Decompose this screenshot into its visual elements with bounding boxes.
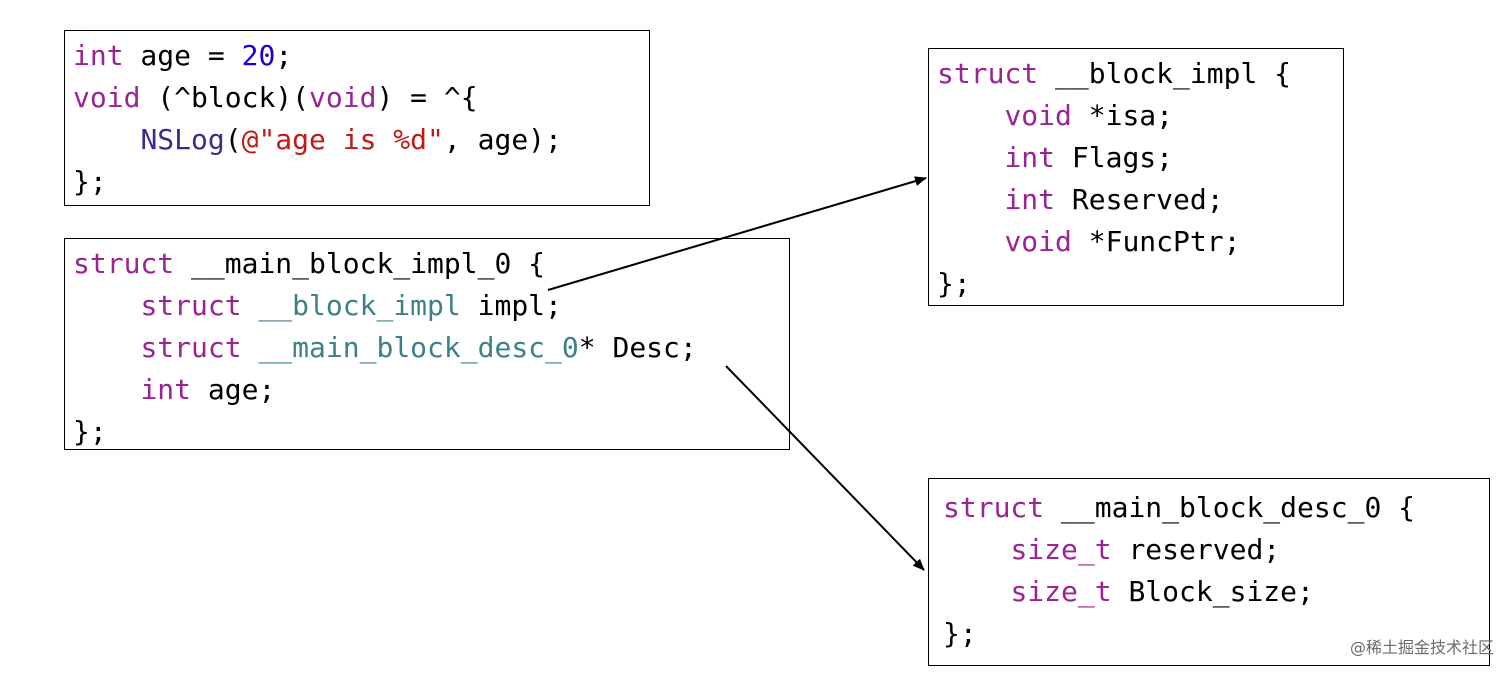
arrow-impl-to-block-impl: [547, 176, 927, 291]
code-text: struct __main_block_desc_0 { size_t rese…: [937, 483, 1481, 655]
code-line: struct __block_impl {: [937, 57, 1292, 90]
code-box-main-block-desc: struct __main_block_desc_0 { size_t rese…: [928, 478, 1490, 666]
code-line: };: [73, 415, 107, 448]
code-text: struct __main_block_impl_0 { struct __bl…: [73, 243, 781, 453]
code-line: };: [943, 617, 977, 650]
code-line: struct __main_block_desc_0 {: [943, 491, 1416, 524]
code-line: struct __block_impl impl;: [140, 289, 562, 322]
code-line: int age = 20;: [73, 39, 293, 72]
code-text: int age = 20; void (^block)(void) = ^{ N…: [73, 35, 641, 203]
watermark: @稀土掘金技术社区: [1349, 638, 1494, 657]
code-box-block-impl: struct __block_impl { void *isa; int Fla…: [928, 48, 1344, 306]
code-line: int Flags;: [1004, 141, 1174, 174]
code-line: struct __main_block_desc_0* Desc;: [140, 331, 697, 364]
code-text: struct __block_impl { void *isa; int Fla…: [937, 53, 1335, 305]
code-line: NSLog(@"age is %d", age);: [140, 123, 562, 156]
code-line: void (^block)(void) = ^{: [73, 81, 478, 114]
code-line: void *FuncPtr;: [1004, 225, 1241, 258]
code-line: size_t reserved;: [1010, 533, 1281, 566]
code-line: int age;: [140, 373, 276, 406]
code-line: int Reserved;: [1004, 183, 1224, 216]
code-line: void *isa;: [1004, 99, 1174, 132]
code-line: size_t Block_size;: [1010, 575, 1314, 608]
arrow-desc-to-main-block-desc: [725, 365, 925, 571]
code-box-main-block-impl: struct __main_block_impl_0 { struct __bl…: [64, 238, 790, 450]
code-line: };: [73, 165, 107, 198]
code-box-block-definition: int age = 20; void (^block)(void) = ^{ N…: [64, 30, 650, 206]
code-line: };: [937, 267, 971, 300]
code-line: struct __main_block_impl_0 {: [73, 247, 546, 280]
